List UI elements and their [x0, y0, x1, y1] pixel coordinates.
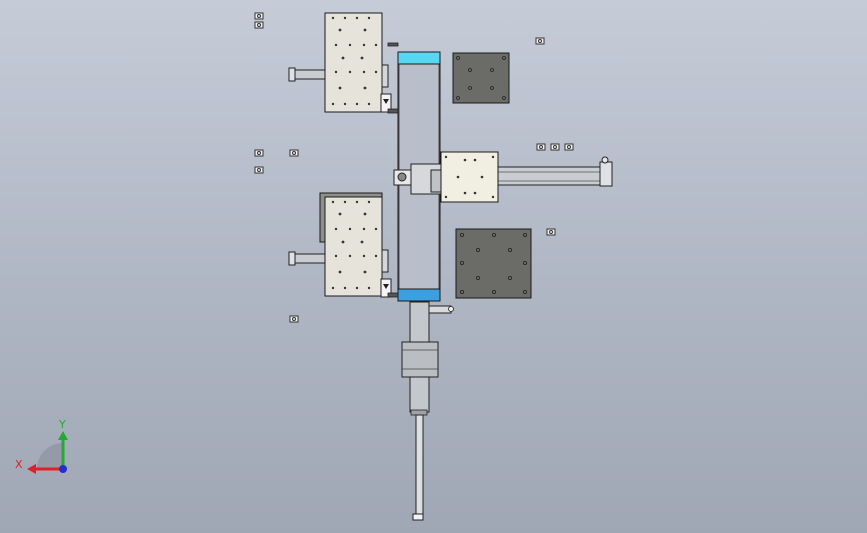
middle-light-plate: [440, 151, 499, 203]
frame-top-cap: [397, 51, 441, 65]
middle-horizontal-slide[interactable]: [393, 151, 613, 203]
fastener-icon: [254, 12, 264, 20]
lower-left-plate: [324, 196, 383, 297]
fastener-icon: [289, 315, 299, 323]
x-axis-arrow-icon: [27, 464, 36, 474]
axis-label-x: X: [15, 458, 23, 471]
fastener-icon: [550, 143, 560, 151]
lower-left-module[interactable]: [288, 192, 399, 298]
fastener-icon: [254, 21, 264, 29]
fastener-icon: [546, 228, 556, 236]
fastener-icons: [254, 12, 574, 323]
fastener-icon: [289, 149, 299, 157]
z-axis-dot-icon: [59, 465, 67, 473]
fastener-icon: [535, 37, 545, 45]
fastener-icon: [254, 166, 264, 174]
piston-rod: [415, 414, 424, 516]
fastener-icon: [564, 143, 574, 151]
upper-left-plate: [324, 12, 383, 113]
upper-right-dark-plate[interactable]: [452, 52, 510, 104]
upper-left-module[interactable]: [288, 12, 399, 114]
axis-triad: X Y: [15, 418, 68, 474]
fastener-icon: [536, 143, 546, 151]
vertical-cylinder-assembly[interactable]: [401, 301, 454, 521]
frame-bottom-cap: [397, 288, 441, 302]
axis-label-y: Y: [58, 418, 66, 431]
lower-right-dark-plate[interactable]: [455, 228, 532, 299]
fastener-icon: [254, 149, 264, 157]
y-axis-arrow-icon: [58, 431, 68, 440]
